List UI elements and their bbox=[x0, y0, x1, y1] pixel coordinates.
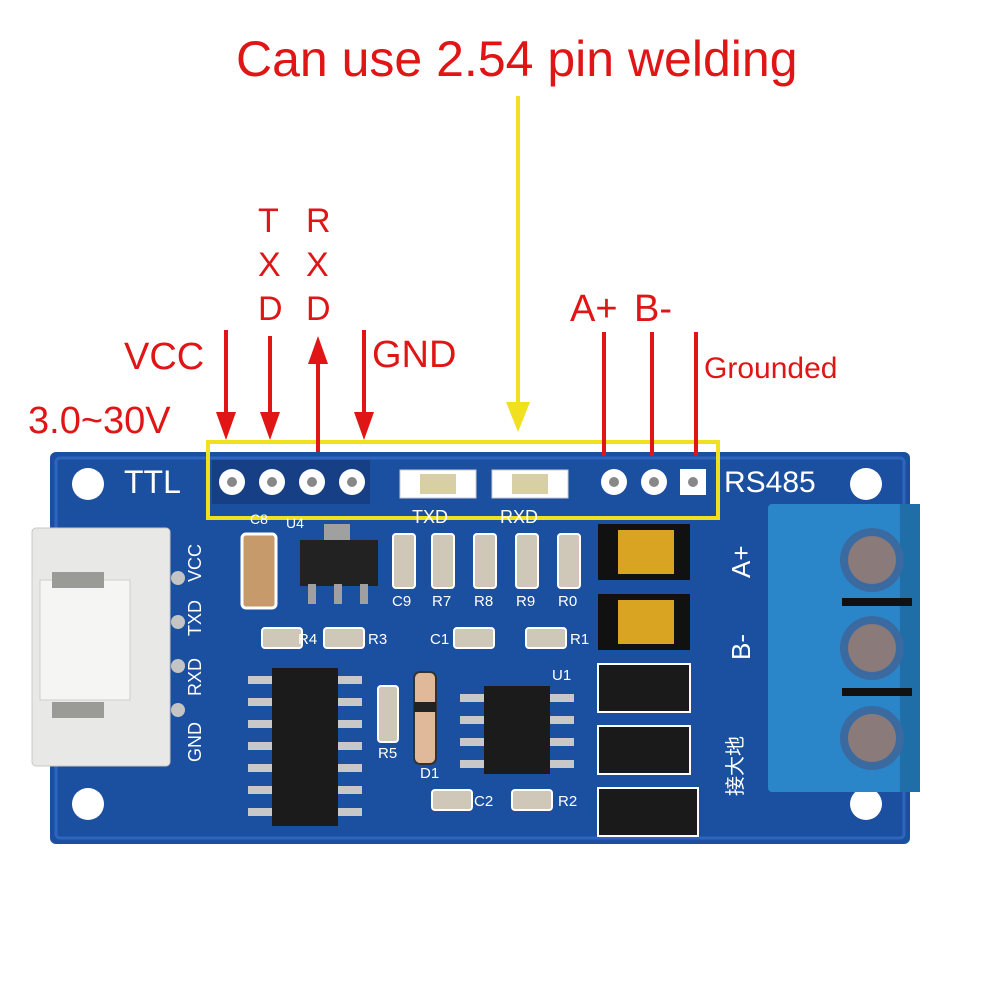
terminal-a-plus: A+ bbox=[726, 545, 756, 578]
conn-pin-vcc: VCC bbox=[185, 543, 205, 582]
jst-connector bbox=[31, 527, 185, 767]
conn-pin-rxd: RXD bbox=[185, 657, 205, 696]
led-txd-silk: TXD bbox=[412, 507, 448, 527]
grounded-label: Grounded bbox=[704, 352, 838, 385]
ttl-header-pads bbox=[212, 460, 370, 504]
ref-r7: R7 bbox=[432, 593, 452, 610]
ref-r1: R1 bbox=[570, 631, 590, 648]
gnd-label: GND bbox=[372, 334, 457, 376]
rs485-pads bbox=[601, 469, 706, 495]
protection-parts bbox=[597, 524, 699, 837]
txd-letter-x: X bbox=[258, 246, 281, 284]
u4-regulator bbox=[300, 524, 378, 604]
ref-d1: D1 bbox=[420, 765, 440, 782]
conn-pin-gnd: GND bbox=[185, 722, 205, 762]
ref-c9: C9 bbox=[392, 593, 412, 610]
title-caption: Can use 2.54 pin welding bbox=[236, 31, 798, 87]
gnd-arrow bbox=[354, 412, 374, 440]
ref-r3: R3 bbox=[368, 631, 388, 648]
yellow-arrow-head bbox=[506, 402, 530, 432]
b-minus-label: B- bbox=[634, 288, 672, 330]
txd-letter-t: T bbox=[258, 202, 279, 240]
ref-c8: C8 bbox=[250, 511, 268, 527]
ref-r0: R0 bbox=[558, 593, 578, 610]
rs485-silk: RS485 bbox=[724, 466, 816, 499]
vcc-label: VCC bbox=[124, 336, 205, 378]
rxd-letter-d: D bbox=[306, 290, 331, 328]
ic-14pin bbox=[248, 668, 362, 826]
rxd-letter-x: X bbox=[306, 246, 329, 284]
ref-u1: U1 bbox=[552, 667, 572, 684]
ttl-silk: TTL bbox=[124, 464, 181, 500]
ref-u4: U4 bbox=[286, 515, 304, 531]
screw-terminal bbox=[768, 504, 920, 792]
vcc-arrow bbox=[216, 412, 236, 440]
txd-letter-d: D bbox=[258, 290, 283, 328]
highlight-box bbox=[206, 440, 720, 520]
terminal-ground: 接大地 bbox=[725, 736, 747, 796]
a-plus-label: A+ bbox=[570, 288, 618, 330]
ref-c2: C2 bbox=[474, 793, 494, 810]
ic-u1 bbox=[460, 686, 574, 774]
leds bbox=[399, 469, 569, 499]
txd-arrow bbox=[260, 412, 280, 440]
ref-r5: R5 bbox=[378, 745, 398, 762]
ref-c1: C1 bbox=[430, 631, 450, 648]
mounting-holes bbox=[72, 468, 882, 820]
voltage-label: 3.0~30V bbox=[28, 400, 171, 442]
rxd-letter-r: R bbox=[306, 202, 331, 240]
diode-d1 bbox=[413, 671, 437, 765]
ref-r2: R2 bbox=[558, 793, 578, 810]
rxd-arrow bbox=[308, 336, 328, 364]
ref-r8: R8 bbox=[474, 593, 494, 610]
conn-pin-txd: TXD bbox=[185, 600, 205, 636]
led-rxd-silk: RXD bbox=[500, 507, 539, 527]
ref-r4: R4 bbox=[298, 631, 318, 648]
ref-r9: R9 bbox=[516, 593, 536, 610]
smd-row bbox=[392, 533, 581, 589]
terminal-b-minus: B- bbox=[726, 634, 756, 660]
